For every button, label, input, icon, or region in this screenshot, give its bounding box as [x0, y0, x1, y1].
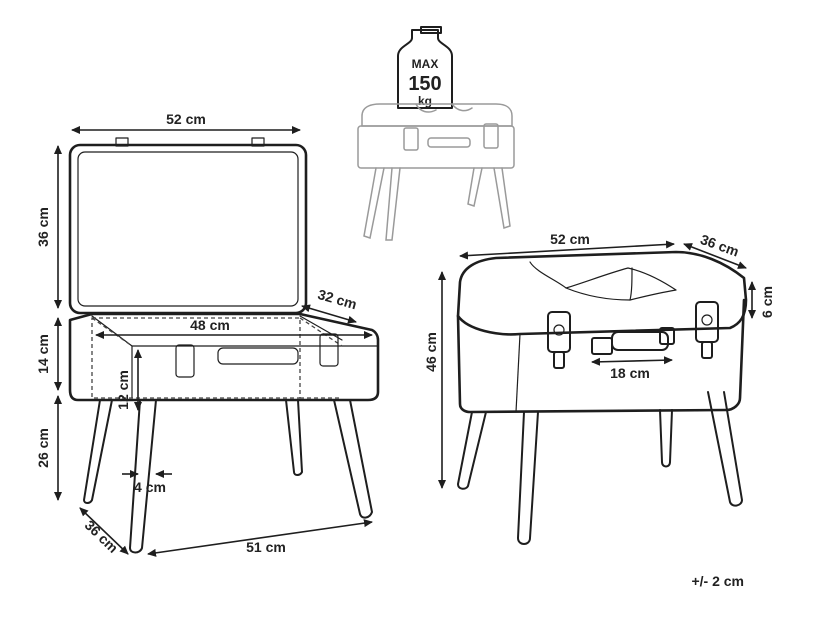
open-depth-label: 36 cm	[82, 517, 122, 556]
max-weight-value: 150	[408, 73, 441, 95]
inner-width-label: 48 cm	[190, 317, 230, 333]
max-weight-label: MAX	[412, 57, 439, 71]
leg-span-label: 51 cm	[246, 539, 286, 555]
open-view-dimensions: 52 cm 36 cm 14 cm 26 cm 32 cm 48 cm 12 c…	[35, 111, 373, 557]
max-weight-unit: kg	[418, 94, 432, 108]
handle-width-label: 18 cm	[610, 365, 650, 381]
lid-height-label: 36 cm	[35, 207, 51, 247]
left-latch-icon	[547, 311, 571, 369]
closed-view-dimensions: 52 cm 36 cm 6 cm 46 cm 18 cm	[423, 231, 775, 489]
ghost-stool-illustration	[357, 103, 515, 241]
body-height-label: 14 cm	[35, 334, 51, 374]
closed-stool-illustration	[456, 250, 748, 545]
leg-height-label: 26 cm	[35, 428, 51, 468]
closed-width-label: 52 cm	[550, 231, 590, 247]
right-latch-icon	[695, 301, 719, 359]
leg-thickness-label: 4 cm	[134, 479, 166, 495]
tolerance-note: +/- 2 cm	[691, 573, 744, 589]
handle-icon	[591, 327, 675, 355]
total-height-label: 46 cm	[423, 332, 439, 372]
inner-depth-label: 32 cm	[316, 286, 359, 312]
open-suitcase-illustration	[68, 137, 380, 554]
open-width-label: 52 cm	[166, 111, 206, 127]
inner-height-label: 12 cm	[115, 370, 131, 410]
cushion-height-label: 6 cm	[759, 286, 775, 318]
max-weight-badge: MAX 150 kg	[397, 26, 453, 109]
